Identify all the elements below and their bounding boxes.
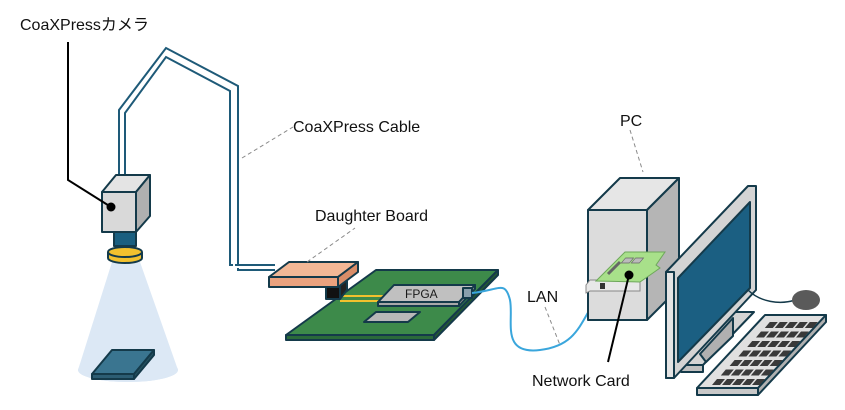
target-object — [91, 349, 155, 380]
camera-leader-dot — [106, 202, 116, 212]
keyboard-key — [787, 341, 801, 347]
coaxpress-cable — [118, 46, 275, 271]
keyboard-key — [748, 350, 762, 357]
camera-leader-line — [67, 42, 112, 208]
pc-label: PC — [620, 113, 642, 130]
keyboard-key — [752, 379, 765, 385]
board-lan-connector — [462, 287, 473, 299]
keyboard-key — [777, 341, 791, 347]
keyboard-key — [758, 350, 772, 357]
pc-leader — [629, 129, 644, 173]
fpga-chip: FPGA — [377, 284, 476, 307]
coaxpress-cable-label: CoaXPress Cable — [293, 119, 420, 136]
coaxpress-cable-leader — [241, 126, 294, 159]
daughter-board-leader — [306, 227, 356, 263]
keyboard-key — [722, 379, 735, 385]
keyboard-key — [742, 379, 755, 385]
keyboard-key — [757, 341, 771, 347]
keyboard-key — [760, 369, 774, 376]
keyboard-key — [759, 360, 773, 366]
keyboard-key — [766, 331, 779, 338]
keyboard-key — [784, 322, 798, 328]
daughter-board-label: Daughter Board — [315, 208, 428, 225]
keyboard-key — [794, 322, 808, 328]
keyboard-key — [729, 360, 743, 366]
keyboard-key — [730, 369, 744, 376]
keyboard-key — [739, 360, 753, 366]
keyboard-key — [804, 322, 818, 328]
keyboard-key — [769, 360, 783, 366]
keyboard-key — [774, 322, 788, 328]
keyboard-key — [796, 331, 809, 338]
keyboard-key — [749, 360, 763, 366]
camera — [101, 174, 151, 264]
keyboard-key — [778, 350, 792, 357]
coaxpress-cable-white — [121, 50, 275, 268]
network-card-leader — [607, 274, 630, 363]
lan-cable — [471, 286, 603, 352]
mouse — [792, 290, 820, 310]
keyboard-key — [738, 350, 752, 357]
keyboard-key — [750, 369, 764, 376]
lan-label: LAN — [527, 289, 558, 306]
network-card — [594, 251, 666, 283]
keyboard-key — [756, 331, 769, 338]
fpga-label: FPGA — [405, 287, 438, 301]
keyboard-key — [740, 369, 754, 376]
keyboard-key — [747, 341, 761, 347]
keyboard-key — [767, 341, 781, 347]
daughter-board — [268, 261, 359, 300]
keyboard-key — [732, 379, 745, 385]
memory-chip — [363, 311, 421, 323]
lan-leader — [544, 306, 561, 346]
keyboard-key — [764, 322, 778, 328]
keyboard-key — [712, 379, 725, 385]
keyboard-key — [768, 350, 782, 357]
keyboard-keys — [712, 322, 818, 385]
keyboard-key — [776, 331, 789, 338]
mouse-cable — [747, 289, 796, 303]
network-card-label: Network Card — [532, 373, 630, 390]
camera-label: CoaXPressカメラ — [20, 17, 149, 34]
monitor — [665, 185, 757, 379]
keyboard-key — [786, 331, 799, 338]
network-card-leader-dot — [624, 270, 634, 280]
keyboard-key — [720, 369, 734, 376]
